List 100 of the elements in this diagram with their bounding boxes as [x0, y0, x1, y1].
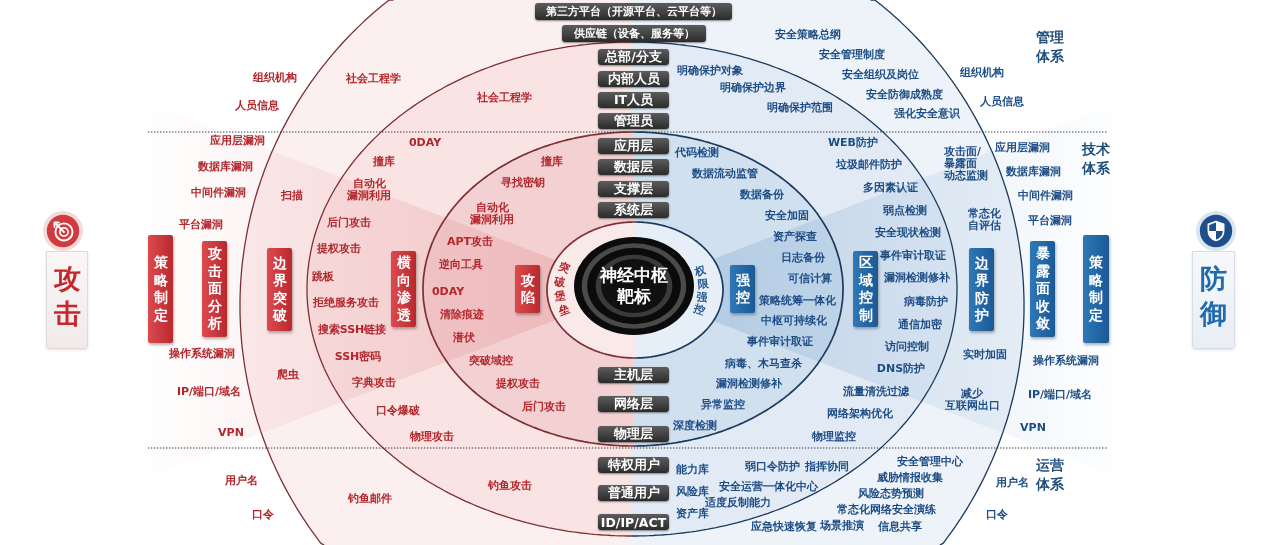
layer-box: 供应链（设备、服务等）: [562, 25, 706, 42]
target-ellipse: 神经中枢靶标: [574, 237, 694, 335]
stage-box: 攻击面分析: [202, 241, 227, 337]
attack-label: VPN: [218, 427, 244, 439]
defense-label: WEB防护: [828, 137, 878, 149]
attack-label: 后门攻击: [522, 401, 566, 413]
defense-label: 事件审计取证: [747, 336, 813, 348]
attack-label: 撞库: [373, 156, 395, 168]
attack-label: 钓鱼攻击: [488, 480, 532, 492]
layer-box: 第三方平台（开源平台、云平台等）: [535, 3, 732, 20]
attack-label: 清除痕迹: [440, 309, 484, 321]
system-heading: 管理体系: [1036, 28, 1064, 66]
defense-label: 安全运营一体化中心: [718, 481, 818, 493]
defense-label: 资产探查: [773, 231, 817, 243]
attack-label: 平台漏洞: [179, 219, 223, 231]
defense-label: 明确保护边界: [720, 82, 786, 94]
attack-label: 社会工程学: [476, 92, 532, 104]
attack-label: 突破域控: [469, 355, 513, 367]
stage-box: 区域控制: [853, 251, 878, 327]
layer-box: 网络层: [598, 396, 669, 412]
defense-label: 安全防御成熟度: [865, 89, 943, 101]
attack-label: IP/端口/域名: [176, 386, 242, 398]
defense-label: 减少互联网出口: [944, 388, 1000, 412]
defense-label: VPN: [1020, 422, 1046, 434]
attack-label: 应用层漏洞: [209, 135, 265, 147]
defense-label: 物理监控: [812, 431, 856, 443]
defense-label: 能力库: [675, 464, 709, 476]
defense-label: 威胁情报收集: [877, 472, 943, 484]
defense-label: 安全管理制度: [819, 49, 885, 61]
attack-label: 0DAY: [431, 286, 465, 298]
attack-label: 扫描: [281, 190, 303, 202]
defense-label: 数据库漏洞: [1005, 166, 1061, 178]
attack-label: 组织机构: [253, 72, 297, 84]
defense-label: 深度检测: [673, 420, 717, 432]
defense-label: 风险态势预测: [858, 488, 924, 500]
defense-label: 病毒、木马查杀: [724, 358, 802, 370]
attack-label: 人员信息: [235, 100, 279, 112]
defense-label: 应急快速恢复: [751, 521, 817, 533]
defense-label: DNS防护: [876, 363, 926, 375]
attack-label: 提权攻击: [496, 378, 540, 390]
attack-label: 后门攻击: [327, 217, 371, 229]
layer-box: 普通用户: [598, 485, 669, 501]
attack-label: 搜索SSH链接: [317, 324, 387, 336]
arc-label: 突破堡垒: [553, 261, 570, 316]
attack-label: 操作系统漏洞: [169, 348, 235, 360]
stage-box: 横向渗透: [391, 251, 416, 327]
defense-label: 适度反制能力: [705, 497, 771, 509]
stage-box: 边界突破: [267, 248, 292, 331]
defense-label: 组织机构: [960, 67, 1004, 79]
attack-label: 钓鱼邮件: [348, 493, 392, 505]
defense-label: 多因素认证: [862, 182, 918, 194]
layer-box: 管理员: [598, 113, 669, 129]
defense-label: 网络架构优化: [827, 408, 893, 420]
layer-box: 内部人员: [598, 71, 669, 87]
defense-label: 强化安全意识: [894, 108, 960, 120]
defense-label: 攻击面/暴露面动态监测: [944, 146, 988, 182]
defense-label: 指挥协同: [805, 461, 849, 473]
defense-label: 弱点检测: [883, 205, 927, 217]
stage-box: 边界防护: [969, 248, 994, 331]
attack-label: 社会工程学: [345, 73, 401, 85]
stage-box: 策略制定: [1083, 235, 1109, 343]
defense-label: 垃圾邮件防护: [836, 159, 902, 171]
attack-label: 中间件漏洞: [190, 187, 246, 199]
attack-label: 自动化漏洞利用: [347, 178, 391, 202]
defense-label: 安全管理中心: [897, 456, 963, 468]
attack-label: 0DAY: [408, 137, 442, 149]
defense-label: 应用层漏洞: [994, 142, 1050, 154]
title-card: 攻击: [46, 251, 88, 349]
defense-label: 安全加固: [765, 210, 809, 222]
attack-label: 用户名: [224, 475, 258, 487]
defense-label: 日志备份: [781, 252, 825, 264]
system-heading: 运营体系: [1036, 456, 1064, 494]
defense-label: IP/端口/域名: [1027, 389, 1093, 401]
defense-label: 用户名: [995, 477, 1029, 489]
layer-box: ID/IP/ACT: [598, 514, 669, 530]
defense-label: 口令: [986, 509, 1008, 521]
defense-label: 安全组织及岗位: [841, 69, 919, 81]
attack-label: 逆向工具: [439, 259, 483, 271]
defense-label: 中间件漏洞: [1017, 190, 1073, 202]
defense-label: 实时加固: [963, 349, 1007, 361]
attack-label: 撞库: [541, 156, 563, 168]
defense-label: 事件审计取证: [880, 250, 946, 262]
stage-box: 策略制定: [148, 235, 173, 343]
attack-label: 口令: [252, 509, 274, 521]
attack-label: 拒绝服务攻击: [313, 297, 379, 309]
defense-label: 数据备份: [740, 189, 784, 201]
layer-box: 数据层: [598, 159, 669, 175]
defense-label: 策略统筹一体化: [758, 295, 836, 307]
layer-box: 系统层: [598, 202, 669, 218]
stage-box: 攻陷: [515, 265, 540, 313]
defense-label: 访问控制: [885, 341, 929, 353]
defense-label: 数据流动监管: [692, 168, 758, 180]
defense-label: 异常监控: [701, 399, 745, 411]
defense-label: 明确保护范围: [767, 102, 833, 114]
attack-label: 潜伏: [453, 332, 475, 344]
attack-label: 物理攻击: [410, 431, 454, 443]
defense-label: 安全策略总纲: [775, 29, 841, 41]
attack-label: APT攻击: [446, 236, 494, 248]
defense-label: 常态化自评估: [967, 208, 1001, 232]
layer-box: 应用层: [598, 138, 669, 154]
